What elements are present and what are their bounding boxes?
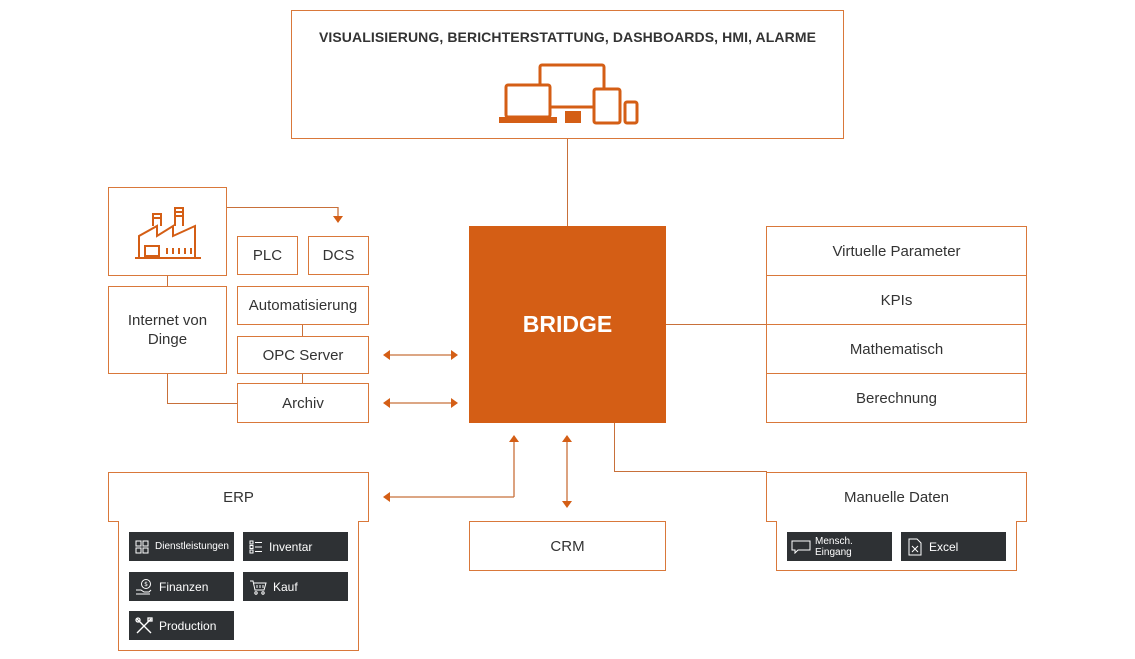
archive-box[interactable]: Archiv — [237, 383, 369, 423]
production-label: Production — [159, 618, 217, 633]
svg-text:$: $ — [144, 581, 148, 588]
tools-icon — [135, 616, 153, 633]
devices-icon — [499, 63, 639, 125]
excel-label: Excel — [929, 539, 959, 554]
connector-top — [567, 139, 568, 226]
opc-server-box[interactable]: OPC Server — [237, 336, 369, 374]
excel-chip[interactable]: Excel — [901, 532, 1006, 561]
mathematical-box[interactable]: Mathematisch — [766, 324, 1027, 374]
factory-icon — [134, 206, 201, 259]
crm-box[interactable]: CRM — [469, 521, 666, 571]
finance-label: Finanzen — [159, 579, 209, 594]
grid-icon — [135, 540, 149, 553]
connector-auto-opc — [302, 324, 303, 336]
connector-manual-h — [614, 471, 767, 472]
bridge-hub[interactable]: BRIDGE — [469, 226, 666, 423]
connector-iot-archiv-v — [167, 373, 168, 404]
finance-chip[interactable]: $ Finanzen — [129, 572, 234, 601]
kpis-box[interactable]: KPIs — [766, 275, 1027, 325]
connector-manual-v — [614, 423, 615, 472]
cart-icon — [250, 580, 267, 595]
automation-box[interactable]: Automatisierung — [237, 286, 369, 325]
manual-data-box[interactable]: Manuelle Daten — [766, 472, 1027, 522]
connector-opc-archiv — [302, 374, 303, 383]
iot-label: Internet von Dinge — [127, 312, 208, 348]
plc-box[interactable]: PLC — [237, 236, 298, 275]
list-icon — [249, 540, 262, 553]
dcs-box[interactable]: DCS — [308, 236, 369, 275]
calculation-box[interactable]: Berechnung — [766, 373, 1027, 423]
purchase-chip[interactable]: Kauf — [243, 572, 348, 601]
production-chip[interactable]: Production — [129, 611, 234, 640]
purchase-label: Kauf — [273, 579, 298, 594]
factory-box — [108, 187, 227, 276]
human-input-chip[interactable]: Mensch. Eingang — [787, 532, 892, 561]
services-label: Dienstleistungen — [155, 541, 229, 552]
human-input-label: Mensch. Eingang — [815, 535, 853, 558]
erp-box[interactable]: ERP — [108, 472, 369, 522]
connector-right — [666, 324, 767, 325]
iot-box[interactable]: Internet von Dinge — [108, 286, 227, 374]
virtual-parameters-box[interactable]: Virtuelle Parameter — [766, 226, 1027, 276]
services-chip[interactable]: Dienstleistungen — [129, 532, 234, 561]
coin-hand-icon: $ — [136, 578, 152, 594]
inventory-label: Inventar — [269, 539, 313, 554]
inventory-chip[interactable]: Inventar — [243, 532, 348, 561]
excel-icon — [908, 538, 922, 555]
visualization-box: VISUALISIERUNG, BERICHTERSTATTUNG, DASHB… — [291, 10, 844, 139]
connector-iot-archiv-h — [167, 403, 238, 404]
connector-factory-iot — [167, 275, 168, 286]
visualization-title: VISUALISIERUNG, BERICHTERSTATTUNG, DASHB… — [318, 29, 817, 45]
speech-bubble-icon — [791, 540, 811, 554]
connector-factory-h — [227, 207, 338, 208]
